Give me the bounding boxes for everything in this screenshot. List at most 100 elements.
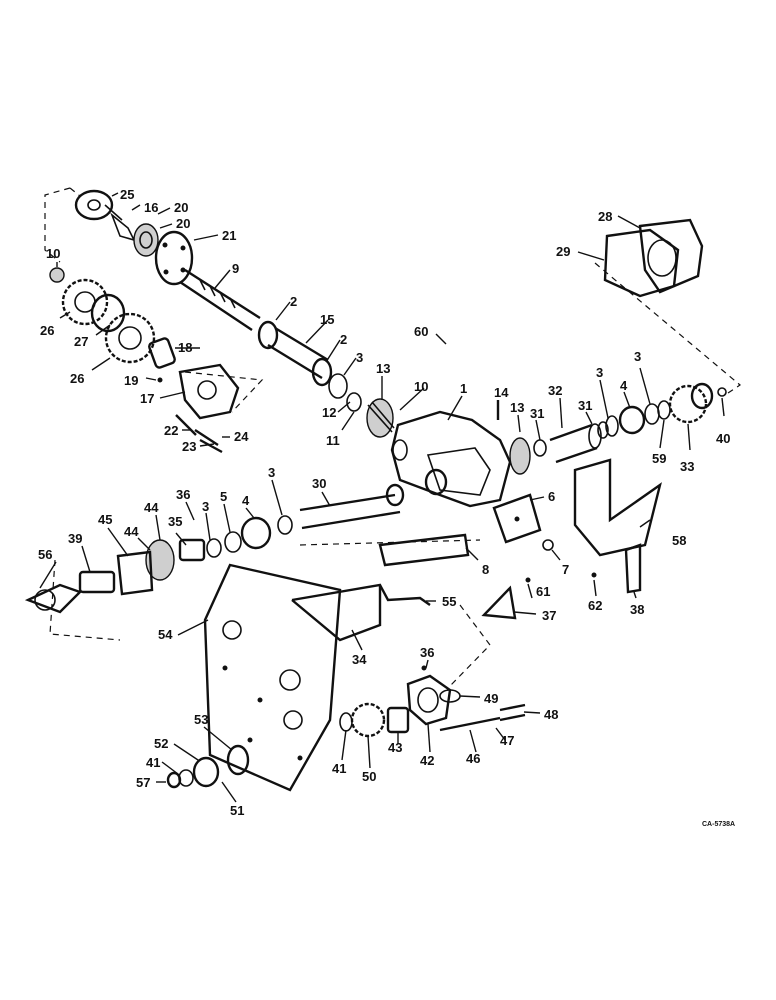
label-18: 18	[178, 340, 192, 355]
label-56: 56	[38, 547, 52, 562]
label-39: 39	[68, 531, 82, 546]
group-boundaries	[44, 187, 741, 687]
sprockets-left	[49, 267, 240, 454]
label-10: 10	[414, 379, 428, 394]
label-26: 26	[70, 371, 84, 386]
label-13: 13	[510, 400, 524, 415]
label-13: 13	[376, 361, 390, 376]
label-40: 40	[716, 431, 730, 446]
label-36: 36	[420, 645, 434, 660]
bearing-4	[618, 405, 646, 435]
label-29: 29	[556, 244, 570, 259]
label-28: 28	[598, 209, 612, 224]
sprocket-26-b	[104, 312, 156, 364]
upper-shaft-assembly	[74, 189, 395, 438]
label-4: 4	[620, 378, 628, 393]
label-32: 32	[548, 383, 562, 398]
label-23: 23	[182, 439, 196, 454]
label-45: 45	[98, 512, 112, 527]
gear-20	[133, 223, 159, 257]
label-19: 19	[124, 373, 138, 388]
label-24: 24	[234, 429, 249, 444]
label-33: 33	[680, 459, 694, 474]
bushing-43	[386, 706, 410, 734]
label-41: 41	[146, 755, 160, 770]
label-22: 22	[164, 423, 178, 438]
bracket-38	[624, 543, 642, 594]
label-37: 37	[542, 608, 556, 623]
bracket-55	[291, 583, 431, 606]
label-8: 8	[482, 562, 489, 577]
ring-3-d	[277, 515, 293, 535]
label-16: 16	[144, 200, 158, 215]
label-7: 7	[562, 562, 569, 577]
screw-62	[591, 572, 597, 578]
nut-10	[49, 267, 65, 283]
label-2: 2	[340, 332, 347, 347]
shaft-56	[24, 583, 83, 614]
bracket-37	[481, 585, 517, 620]
figure-code: CA-5738A	[702, 821, 735, 828]
lower-shaft-assembly	[24, 483, 405, 614]
label-34: 34	[352, 652, 367, 667]
brackets	[291, 458, 662, 642]
label-61: 61	[536, 584, 550, 599]
label-11: 11	[326, 433, 340, 448]
label-44: 44	[124, 524, 139, 539]
ring-31-b	[597, 421, 609, 439]
label-49: 49	[484, 691, 498, 706]
seal-53	[226, 744, 250, 776]
housing-42	[406, 674, 452, 726]
ring-31-a	[533, 439, 547, 457]
label-57: 57	[136, 775, 150, 790]
sprocket-26-a	[61, 278, 109, 326]
label-21: 21	[222, 228, 236, 243]
label-2: 2	[290, 294, 297, 309]
label-59: 59	[652, 451, 666, 466]
label-3: 3	[356, 350, 363, 365]
shaft-30	[299, 493, 401, 530]
label-26: 26	[40, 323, 54, 338]
label-31: 31	[578, 398, 592, 413]
sprocket-50	[350, 702, 386, 738]
label-12: 12	[322, 405, 336, 420]
label-3: 3	[634, 349, 641, 364]
label-9: 9	[232, 261, 239, 276]
label-44: 44	[144, 500, 159, 515]
bevel-gear-13-b	[509, 437, 531, 475]
plate-6	[492, 493, 542, 544]
housing-1	[390, 410, 512, 508]
label-42: 42	[420, 753, 434, 768]
ring-3	[328, 373, 348, 399]
ring-59	[657, 400, 671, 420]
shield-58	[573, 458, 662, 557]
label-43: 43	[388, 740, 402, 755]
screw-61	[525, 577, 531, 583]
label-48: 48	[544, 707, 558, 722]
washer-40	[717, 387, 727, 397]
label-54: 54	[158, 627, 173, 642]
label-20: 20	[176, 216, 190, 231]
fitting-36	[421, 665, 427, 671]
label-17: 17	[140, 391, 154, 406]
plate-54	[203, 563, 342, 792]
label-6: 6	[548, 489, 555, 504]
retainer-52	[192, 756, 220, 788]
lower-right-assembly	[166, 665, 526, 789]
spring-48	[499, 703, 526, 722]
label-27: 27	[74, 334, 88, 349]
label-5: 5	[220, 489, 227, 504]
bolt-46	[439, 716, 501, 732]
tube-39	[78, 570, 116, 594]
gear-housing	[390, 382, 727, 508]
label-31: 31	[530, 406, 544, 421]
plate-45	[116, 550, 154, 596]
label-1: 1	[460, 381, 467, 396]
leader-lines	[39, 192, 725, 803]
ring-5	[224, 531, 242, 553]
label-53: 53	[194, 712, 208, 727]
bearing-4-b	[240, 516, 272, 550]
sprocket-33	[668, 384, 708, 424]
label-36: 36	[176, 487, 190, 502]
